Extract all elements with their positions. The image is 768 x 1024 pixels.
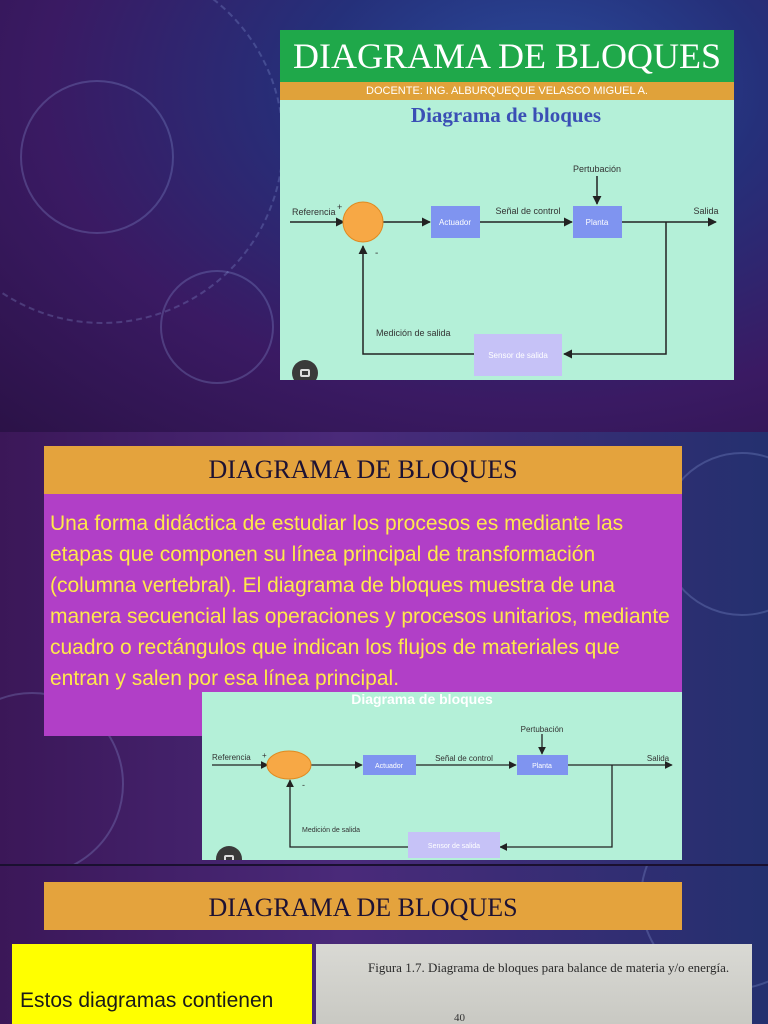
figure-caption: Figura 1.7. Diagrama de bloques para bal… [368,960,730,975]
slide-2-header: DIAGRAMA DE BLOQUES [44,446,682,494]
figure-number: 40 [454,1012,465,1024]
actuator-label: Actuador [439,218,471,227]
output-label: Salida [647,754,670,763]
plus-sign: + [337,202,342,212]
description-text: Estos diagramas contienen [20,989,274,1012]
measurement-label: Medición de salida [376,328,451,338]
reference-label: Referencia [292,207,336,217]
camera-icon[interactable] [216,846,242,860]
sensor-block [408,832,500,858]
actuator-label: Actuador [375,763,404,770]
minus-sign: - [302,780,305,790]
block-diagram: Diagrama de bloques Pertubación Referenc… [290,103,719,376]
docente-subtitle: DOCENTE: ING. ALBURQUEQUE VELASCO MIGUEL… [280,82,734,100]
reference-label: Referencia [212,753,251,762]
summing-junction [266,750,312,780]
sensor-block [474,334,562,376]
actuator-block [363,755,416,775]
actuator-block [431,206,480,238]
control-signal-label: Señal de control [495,206,560,216]
plant-label: Planta [532,763,552,770]
feedback-path [499,765,613,851]
diagram-title: Diagrama de bloques [351,692,493,707]
disturbance-label: Pertubación [521,725,564,734]
control-signal-label: Señal de control [435,754,493,763]
slide-1: DIAGRAMA DE BLOQUES DOCENTE: ING. ALBURQ… [0,0,768,432]
diagram-panel-2: Diagrama de bloques Pertubación Referenc… [202,692,682,860]
plant-block [517,755,568,775]
block-diagram-2: Diagrama de bloques Pertubación Referenc… [212,692,673,858]
feedback-return [286,779,408,848]
description-text: Una forma didáctica de estudiar los proc… [50,512,670,690]
minus-sign: - [375,248,378,259]
slide-3-header: DIAGRAMA DE BLOQUES [44,882,682,930]
output-label: Salida [693,206,718,216]
diagram-title: Diagrama de bloques [411,103,601,127]
measurement-label: Medición de salida [302,827,360,834]
plant-block [573,206,622,238]
sensor-label: Sensor de salida [488,351,548,360]
summing-junction [342,201,384,243]
diagram-panel: Diagrama de bloques Pertubación Referenc… [280,100,734,380]
plus-sign: + [262,751,267,760]
camera-icon[interactable] [292,360,318,380]
feedback-return [358,245,474,355]
plant-label: Planta [586,218,609,227]
feedback-path [563,222,667,359]
book-photo [316,944,752,1024]
slide-title: DIAGRAMA DE BLOQUES [280,30,734,82]
sensor-label: Sensor de salida [428,843,480,850]
disturbance-label: Pertubación [573,164,621,174]
text-box-yellow [12,944,312,1024]
